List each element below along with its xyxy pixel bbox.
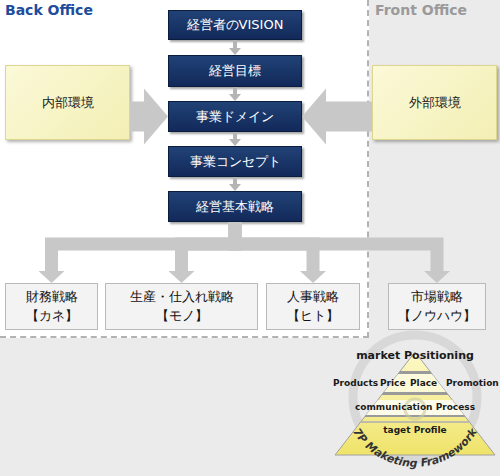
process-box: 経営目標 xyxy=(168,55,302,87)
strategy-box: 生産・仕入れ戦略【モノ】 xyxy=(105,283,258,330)
node-label: 内部環境 xyxy=(42,94,94,112)
block-arrow xyxy=(182,222,236,271)
marketing-pyramid: 7P Maketing Frameworkmarket PositioningP… xyxy=(330,345,500,476)
node-label: 市場戦略 xyxy=(411,288,463,306)
pyramid-level: communication Process xyxy=(330,402,500,412)
block-arrow xyxy=(130,102,144,132)
region-label: Front Office xyxy=(375,2,467,18)
node-label: 【モノ】 xyxy=(156,307,208,325)
node-label: 経営者のVISION xyxy=(187,16,284,34)
strategy-box: 市場戦略【ノウハウ】 xyxy=(388,283,486,330)
flow-arrow xyxy=(233,132,237,139)
node-label: 人事戦略 xyxy=(287,288,339,306)
environment-box: 内部環境 xyxy=(5,65,130,140)
node-label: 生産・仕入れ戦略 xyxy=(130,288,234,306)
node-label: 事業ドメイン xyxy=(196,108,274,126)
node-label: 【カネ】 xyxy=(26,307,78,325)
process-box: 事業コンセプト xyxy=(168,146,302,177)
block-arrow xyxy=(52,222,236,271)
block-arrow xyxy=(326,102,372,132)
block-arrow xyxy=(235,222,313,271)
node-label: 経営目標 xyxy=(209,62,261,80)
pyramid-item: Promotion xyxy=(446,378,499,388)
process-box: 経営基本戦略 xyxy=(168,191,302,222)
pyramid-band xyxy=(330,392,500,395)
block-arrow xyxy=(235,222,437,271)
flow-arrow xyxy=(233,177,237,184)
pyramid-level: market Positioning xyxy=(330,349,500,362)
strategy-box: 人事戦略【ヒト】 xyxy=(266,283,360,330)
strategy-box: 財務戦略【カネ】 xyxy=(5,283,98,330)
region-label: Back Office xyxy=(5,2,93,18)
front-office-region: Front Office 外部環境市場戦略【ノウハウ】 xyxy=(369,0,500,338)
pyramid-band xyxy=(330,400,500,415)
node-label: 【ノウハウ】 xyxy=(398,307,476,325)
node-label: 外部環境 xyxy=(409,94,461,112)
pyramid-level: taget Profile xyxy=(330,425,500,435)
back-office-region: Back Office 経営者のVISION 経営目標内部環境事業ドメイン事業コンセ… xyxy=(0,0,369,338)
pyramid-band xyxy=(330,415,500,417)
flow-arrow xyxy=(233,87,237,94)
pyramid-item: Place xyxy=(410,378,437,388)
process-box: 経営者のVISION xyxy=(168,10,302,40)
pyramid-item: Price xyxy=(380,378,406,388)
environment-box: 外部環境 xyxy=(372,65,497,140)
node-label: 【ヒト】 xyxy=(287,307,339,325)
pyramid-bands xyxy=(330,371,500,423)
node-label: 財務戦略 xyxy=(26,288,78,306)
node-label: 経営基本戦略 xyxy=(196,198,274,216)
pyramid-band xyxy=(330,421,500,423)
connector-group xyxy=(52,40,438,271)
pyramid-band xyxy=(330,374,500,392)
pyramid-item: Products xyxy=(333,378,378,388)
process-box: 事業ドメイン xyxy=(168,101,302,132)
pyramid-band xyxy=(330,371,500,374)
flow-arrow xyxy=(233,40,237,48)
node-label: 事業コンセプト xyxy=(190,153,281,171)
